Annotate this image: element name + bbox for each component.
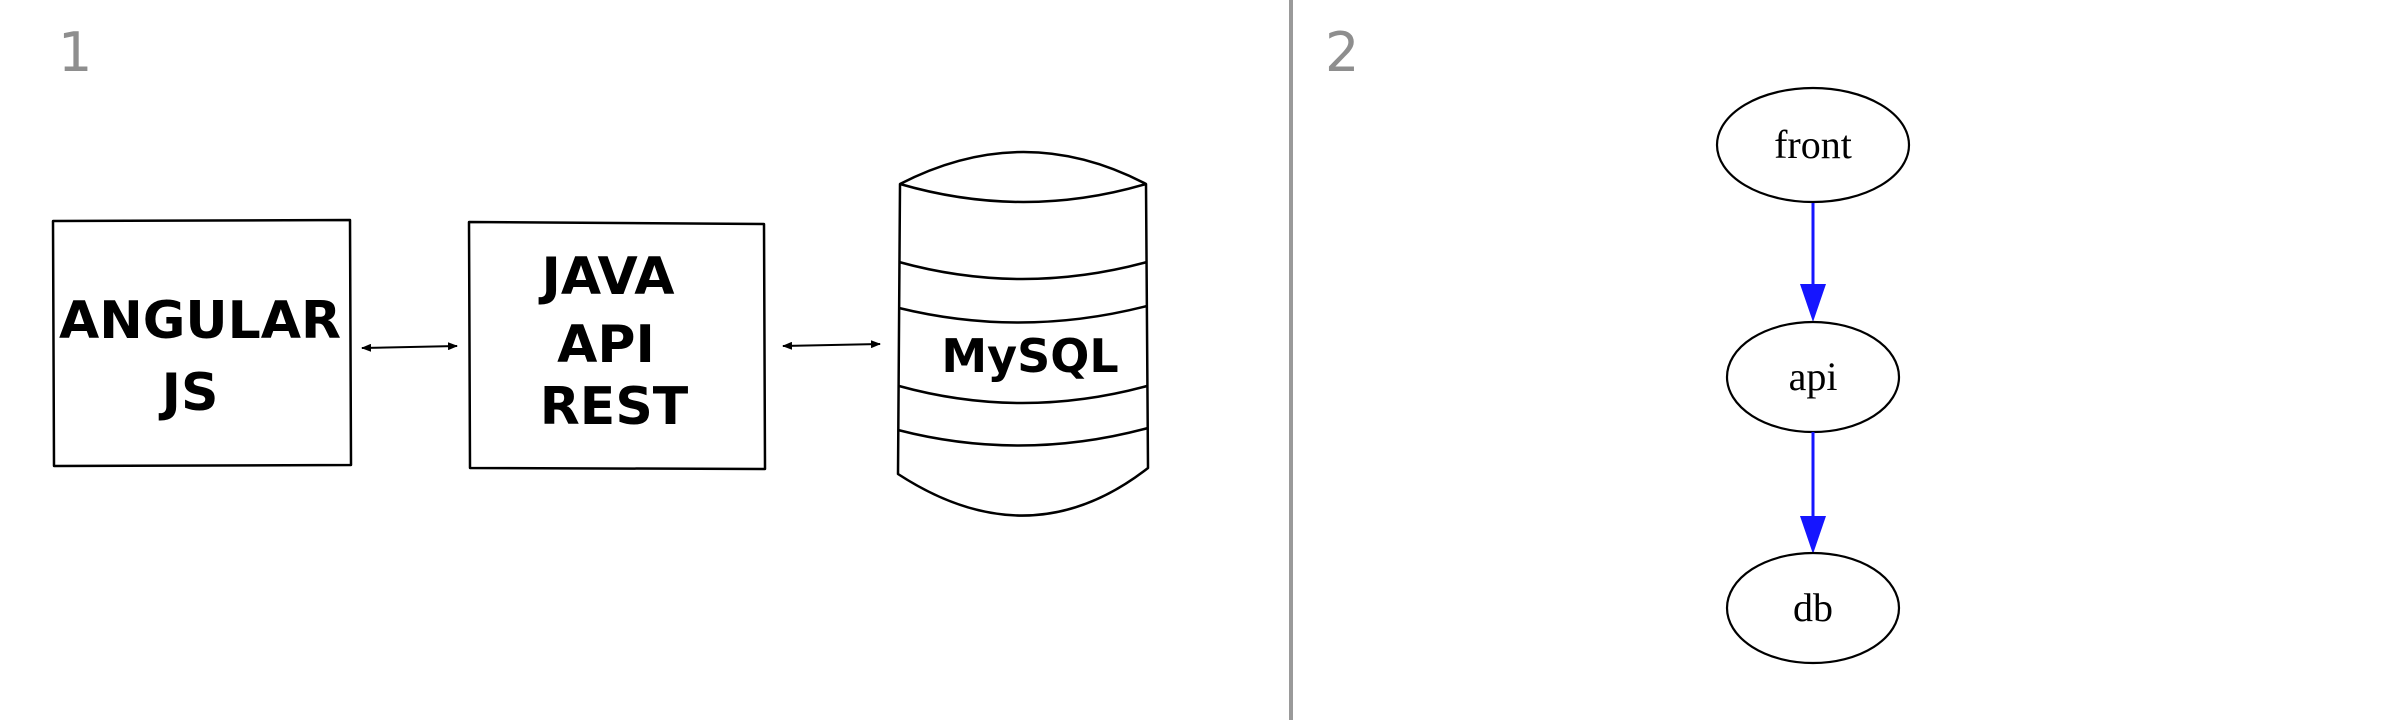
graph-diagram-panel: 2 front api db (1293, 0, 2400, 720)
panel-number: 2 (1325, 21, 1360, 84)
box-label-line: ANGULAR (59, 291, 341, 351)
sketch-diagram-panel: 1 ANGULAR JS JAVA API REST (51, 21, 1150, 517)
graph-node-db: db (1725, 551, 1901, 665)
mysql-database-icon: MySQL (896, 150, 1150, 517)
graph-edge (1800, 432, 1826, 554)
bidirectional-arrow (782, 340, 881, 350)
panel-number: 1 (58, 21, 93, 84)
box-label-line: JS (159, 363, 219, 423)
graph-node-front: front (1715, 86, 1911, 204)
java-api-rest-box: JAVA API REST (467, 220, 767, 471)
graph-edge (1800, 203, 1826, 322)
node-label: front (1774, 122, 1852, 167)
database-label: MySQL (941, 329, 1118, 383)
node-label: api (1789, 354, 1838, 399)
box-label-line: JAVA (538, 247, 674, 307)
graph-node-api: api (1725, 320, 1901, 434)
box-label-line: API (557, 315, 655, 375)
angular-js-box: ANGULAR JS (51, 218, 353, 468)
panel-divider (1289, 0, 1293, 720)
node-label: db (1793, 585, 1833, 630)
sketch-diagram: ANGULAR JS JAVA API REST MySQL (51, 150, 1150, 517)
box-label-line: REST (540, 377, 689, 437)
bidirectional-arrow (361, 342, 458, 352)
graph-diagram: front api db (1715, 86, 1911, 665)
